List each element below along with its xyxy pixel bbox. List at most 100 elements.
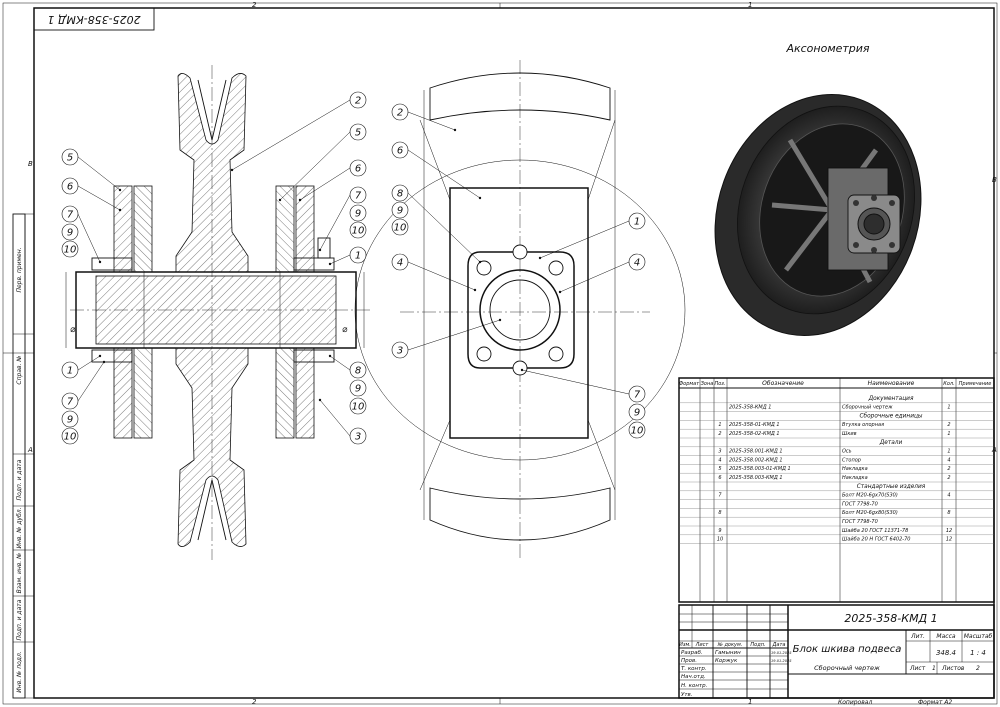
spec-pos: 6: [718, 475, 721, 481]
side-registration-strip: Инв. № подл. Подп. и дата Взам. инв. № И…: [12, 213, 35, 699]
spec-code: 2025-358.002-КМД 1: [729, 457, 783, 463]
spec-row: Стандартные изделия: [679, 484, 994, 491]
col-izm: Изм.: [679, 642, 691, 648]
callout-label: 3: [355, 432, 361, 443]
spec-name: Шайба 20 Н ГОСТ 6402-70: [842, 537, 910, 543]
scale-value: 1 : 4: [970, 649, 986, 657]
rotated-designation-stamp: 2025-358-КМД 1: [33, 7, 155, 31]
callout-label: 4: [397, 258, 403, 269]
spec-name: Шайба 20 ГОСТ 11371-78: [842, 528, 908, 534]
callout-label: 4: [634, 258, 640, 269]
spec-pos: 10: [717, 537, 723, 543]
callout-label: 1: [634, 217, 640, 228]
callout-right-9: 10: [349, 397, 367, 415]
callout-left-5: 1: [61, 354, 102, 379]
spec-head-code: Обозначение: [762, 380, 804, 387]
callout-label: 1: [355, 251, 361, 262]
callout-label: 9: [397, 206, 403, 217]
side-label-4: Подп. и дата: [16, 459, 23, 500]
scale-label: Масштаб: [964, 633, 993, 640]
callout-right-8: 9: [349, 379, 367, 397]
role-3: Нач.отд.: [681, 674, 706, 680]
callout-label: 2: [397, 108, 403, 119]
title-name: Блок шкива подвеса: [793, 644, 902, 655]
spec-name: ГОСТ 7798-70: [842, 501, 878, 507]
col-list: Лист: [695, 642, 710, 648]
spec-pos: 4: [718, 457, 721, 463]
diameter-left: ⌀: [70, 325, 76, 335]
callout-label: 10: [631, 426, 644, 437]
callout-label: 7: [67, 397, 74, 408]
col-date: Дата: [772, 642, 786, 648]
sheets-label: Листов: [941, 665, 965, 672]
spec-row: 5 2025-358.003-01-КМД 1 Накладка 2: [679, 466, 994, 474]
copied-label: Копировал: [838, 699, 872, 706]
callout-mid_right-3: 9: [628, 403, 646, 421]
callout-label: 10: [352, 226, 365, 237]
role-1: Пров.: [681, 658, 697, 664]
spec-name: Болт М20-6gх70(S30): [842, 493, 898, 499]
callout-mid_left-3: 9: [391, 201, 409, 219]
spec-name: Стопор: [842, 457, 861, 463]
side-label-0: Инв. № подл.: [16, 651, 23, 692]
role-5: Утв.: [681, 692, 693, 698]
sheet-value: 1: [932, 665, 936, 672]
callout-mid_left-2: 8: [391, 184, 482, 264]
spec-qty: 2: [947, 466, 950, 472]
format-label: Формат А2: [918, 699, 952, 706]
spec-row: Документация: [679, 396, 994, 403]
callout-mid_left-1: 6: [391, 141, 482, 200]
zone-side-b: B: [28, 160, 33, 168]
date-0: 19.01.2025: [771, 651, 792, 655]
spec-pos: 5: [718, 466, 721, 472]
callout-left-6: 7: [61, 360, 106, 410]
spec-code: 2025-358.003-КМД 1: [729, 475, 783, 481]
spec-name: Шкив: [842, 431, 857, 437]
spec-head-format: Формат: [679, 381, 700, 387]
spec-section-title: Детали: [879, 440, 903, 446]
callout-mid_right-4: 10: [628, 421, 646, 439]
spec-qty: 12: [946, 537, 952, 543]
callout-right-2: 6: [298, 159, 367, 202]
callout-label: 7: [355, 191, 362, 202]
zone-top-2: 2: [252, 1, 257, 9]
spec-row: Сборочные единицы: [679, 413, 994, 421]
callout-label: 10: [394, 223, 407, 234]
spec-qty: 4: [947, 493, 950, 499]
callout-label: 3: [397, 346, 403, 357]
name-1: Коржук: [715, 658, 738, 664]
spec-name: Ось: [842, 449, 852, 455]
spec-row: 10 Шайба 20 Н ГОСТ 6402-70 12: [679, 537, 994, 544]
spec-code: 2025-358-КМД 1: [729, 405, 771, 411]
spec-name: ГОСТ 7798-70: [842, 519, 878, 525]
callout-mid_right-0: 1: [538, 212, 646, 260]
title-designation: 2025-358-КМД 1: [844, 612, 937, 625]
spec-row: Детали: [679, 440, 994, 447]
spec-row: ГОСТ 7798-70: [679, 501, 994, 509]
spec-section-title: Стандартные изделия: [857, 484, 926, 490]
callout-mid_left-4: 10: [391, 218, 409, 236]
callout-label: 9: [67, 415, 73, 426]
callout-left-1: 6: [61, 177, 122, 212]
spec-name: Сборочный чертеж: [842, 405, 893, 411]
mass-label: Масса: [936, 633, 955, 640]
side-label-5: Справ. №: [16, 355, 23, 384]
callout-mid_left-6: 3: [391, 318, 502, 359]
zone-side-b-right: B: [992, 176, 997, 184]
callout-left-4: 10: [61, 240, 79, 258]
callout-label: 10: [352, 402, 365, 413]
col-sign: Подп.: [750, 642, 765, 648]
spec-name: Накладка: [842, 466, 868, 472]
callout-left-8: 10: [61, 427, 79, 445]
zone-bottom-2: 2: [252, 698, 257, 706]
callout-mid_right-1: 4: [558, 253, 646, 294]
role-4: Н. контр.: [681, 683, 708, 689]
spec-name: Накладка: [842, 475, 868, 481]
section-view: ⌀ ⌀: [65, 65, 370, 560]
spec-code: 2025-358.003-01-КМД 1: [729, 466, 791, 472]
callout-right-4: 9: [349, 204, 367, 222]
